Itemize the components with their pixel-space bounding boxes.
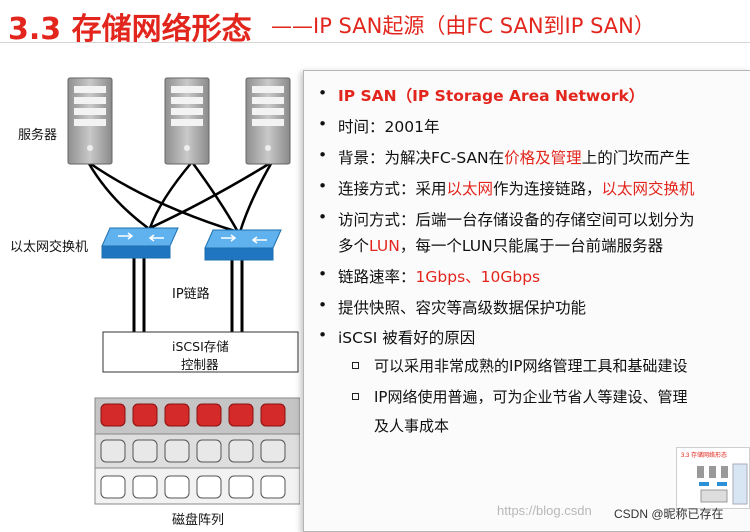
title-dash: —— (271, 14, 313, 38)
bullet-dot-icon: • (318, 115, 328, 133)
disk-array-icon (94, 397, 300, 505)
bullet-text-segment: 多个 (338, 237, 370, 255)
server-2-icon (164, 77, 210, 165)
content-panel (303, 70, 750, 532)
ip-link-label: IP链路 (172, 287, 210, 302)
title-rule (0, 42, 750, 43)
server-3-icon (245, 77, 291, 165)
thumbnail-title: 3.3 存储网络形态 (681, 453, 728, 459)
bullet-text-segment: 链路速率： (338, 268, 416, 286)
bullet-b2: • 时间：2001年 (318, 115, 440, 137)
bullet-b4: • 连接方式：采用以太网作为连接链路，以太网交换机 (318, 177, 695, 199)
bullet-text-segment: 价格及管理 (504, 149, 582, 167)
bullet-dot-icon: • (318, 296, 328, 314)
bullet-dot-icon: • (318, 208, 328, 226)
bullet-text-segment: LUN (369, 237, 400, 255)
bullet-text-segment: 访问方式：后端一台存储设备的存储空间可以划分为 (338, 211, 695, 229)
disk-array-label: 磁盘阵列 (172, 513, 225, 528)
bullet-dot-icon: • (318, 84, 328, 102)
bullet-b8: • iSCSI 被看好的原因 (318, 326, 476, 348)
ip-link-lines (132, 255, 244, 336)
bullet-b3: • 背景：为解决FC-SAN在价格及管理上的门坎而产生 (318, 146, 691, 168)
server-1-icon (67, 77, 113, 165)
bullet-b5a: • 访问方式：后端一台存储设备的存储空间可以划分为 (318, 208, 695, 230)
csdn-watermark: CSDN @昵称已存在 (614, 507, 724, 521)
controller-label-line1: iSCSI存储 (172, 339, 229, 354)
bullet-text-segment: 连接方式：采用 (338, 180, 447, 198)
ethernet-switch-2-icon (204, 229, 282, 261)
bullet-text-segment: 时间：2001年 (338, 118, 440, 136)
bullet-dot-icon: • (318, 177, 328, 195)
square-bullet-icon (352, 362, 359, 369)
bullet-text-segment: 以太网交换机 (601, 180, 695, 198)
ethernet-cross-links (86, 160, 274, 234)
slide-thumbnail[interactable]: 3.3 存储网络形态 (676, 447, 750, 509)
bullet-text-segment: 提供快照、容灾等高级数据保护功能 (338, 299, 587, 317)
bullet-b6: • 链路速率：1Gbps、10Gbps (318, 265, 541, 287)
thumbnail-diagram (697, 463, 748, 505)
bullet-text-segment: 上的门坎而产生 (581, 149, 691, 167)
slide-title: 3.3 存储网络形态 (8, 12, 252, 47)
sub-bullet-continuation: 及人事成本 (374, 417, 450, 435)
server-label: 服务器 (18, 128, 58, 143)
bullet-text-segment: 作为连接链路， (493, 180, 602, 198)
subtitle-text: IP SAN起源（由FC SAN到IP SAN） (313, 14, 655, 38)
url-watermark: https://blog.csdn (497, 503, 592, 518)
ip-san-diagram (67, 77, 300, 505)
bullet-text-segment: iSCSI 被看好的原因 (338, 329, 476, 347)
bullet-b1: • IP SAN（IP Storage Area Network） (318, 84, 645, 106)
ethernet-switch-1-icon (101, 227, 179, 259)
slide-subtitle: ——IP SAN起源（由FC SAN到IP SAN） (271, 10, 655, 40)
square-bullet-icon (352, 393, 359, 400)
bullet-dot-icon: • (318, 146, 328, 164)
bullet-text-segment: 1Gbps、10Gbps (415, 268, 541, 286)
bullet-text-segment: 背景：为解决FC-SAN在 (338, 149, 505, 167)
bullet-b5b: 多个LUN，每一个LUN只能属于一台前端服务器 (338, 234, 663, 256)
bullet-dot-icon: • (318, 326, 328, 344)
switch-label: 以太网交换机 (10, 240, 89, 255)
bullet-text-segment: 以太网 (446, 180, 494, 198)
bullet-text-segment: IP SAN（IP Storage Area Network） (338, 87, 645, 105)
iscsi-controller-box (102, 331, 299, 373)
bullet-b7: • 提供快照、容灾等高级数据保护功能 (318, 296, 587, 318)
controller-label-line2: 控制器 (181, 357, 219, 372)
bullet-dot-icon: • (318, 265, 328, 283)
sub-bullet: 可以采用非常成熟的IP网络管理工具和基础建设 (352, 355, 687, 376)
bullet-text-segment: ，每一个LUN只能属于一台前端服务器 (399, 237, 664, 255)
sub-bullet: IP网络使用普遍，可为企业节省人等建设、管理 (352, 386, 687, 407)
